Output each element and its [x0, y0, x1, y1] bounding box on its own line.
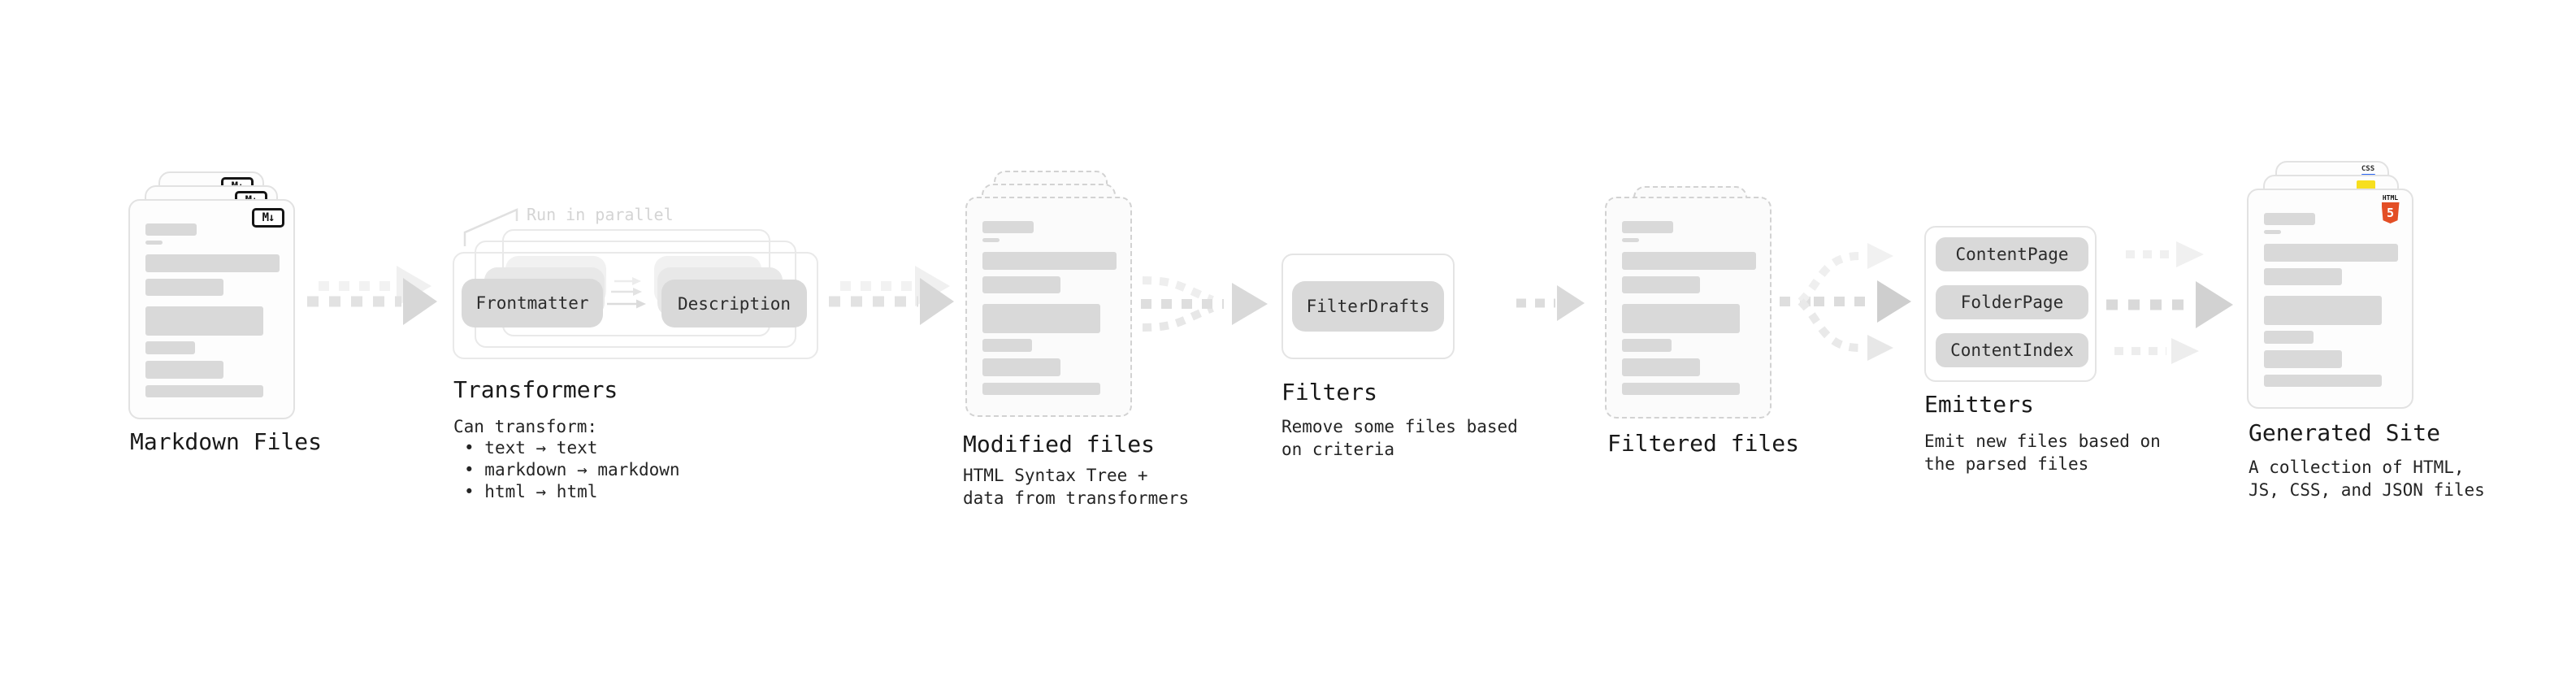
emitters-panel: ContentPage FolderPage ContentIndex — [1924, 226, 2097, 382]
placeholder-bar — [145, 241, 163, 245]
flow-arrow-filters-to-filtered — [1516, 285, 1585, 321]
generated-file-card: HTML 5 — [2247, 189, 2413, 409]
filters-label: Filters — [1281, 379, 1378, 406]
file-content-placeholder — [130, 201, 293, 397]
modified-files-label: Modified files — [963, 431, 1156, 458]
filters-panel: FilterDrafts — [1281, 254, 1455, 359]
markdown-files-label: Markdown Files — [130, 428, 323, 455]
placeholder-bar — [145, 279, 223, 296]
transformers-bullet-list: text → text markdown → markdown html → h… — [453, 437, 680, 503]
placeholder-bar — [145, 254, 280, 272]
placeholder-bar — [2264, 331, 2314, 344]
placeholder-bar — [982, 221, 1034, 233]
flow-arrow-filtered-to-emitters — [1780, 243, 1911, 361]
placeholder-bar — [1622, 238, 1639, 242]
placeholder-bar — [145, 306, 263, 336]
placeholder-bar — [1622, 304, 1740, 333]
file-content-placeholder — [967, 198, 1130, 395]
modified-files-desc: HTML Syntax Tree + data from transformer… — [963, 464, 1189, 510]
placeholder-bar — [145, 223, 197, 236]
desc-line: HTML Syntax Tree + — [963, 466, 1148, 485]
emitters-label: Emitters — [1924, 391, 2034, 418]
placeholder-bar — [1622, 221, 1673, 233]
placeholder-bar — [2264, 213, 2315, 225]
desc-line: data from transformers — [963, 488, 1190, 508]
placeholder-bar — [1622, 252, 1756, 270]
placeholder-bar — [982, 339, 1032, 352]
placeholder-bar — [2264, 375, 2382, 387]
transformer-group — [453, 252, 818, 359]
filtered-files-label: Filtered files — [1607, 430, 1800, 457]
desc-line: on criteria — [1281, 440, 1395, 459]
flow-arrow-modified-to-filters — [1141, 276, 1268, 332]
placeholder-bar — [982, 276, 1060, 293]
placeholder-bar — [982, 238, 1000, 242]
placeholder-bar — [982, 252, 1117, 270]
css-icon-label: CSS — [2361, 165, 2375, 173]
placeholder-bar — [1622, 276, 1700, 293]
run-in-parallel-annotation: Run in parallel — [527, 205, 674, 224]
bullet-item: markdown → markdown — [453, 459, 679, 481]
placeholder-bar — [982, 383, 1100, 395]
filtered-file-card — [1605, 197, 1772, 419]
placeholder-bar — [2264, 350, 2342, 368]
html5-icon-word: HTML — [2382, 194, 2399, 202]
pill-frontmatter: Frontmatter — [462, 279, 603, 327]
desc-line: Emit new files based on — [1924, 432, 2161, 451]
placeholder-bar — [1622, 383, 1740, 395]
placeholder-bar — [982, 304, 1100, 333]
pill-contentindex: ContentIndex — [1936, 333, 2088, 367]
filters-desc: Remove some files based on criteria — [1281, 415, 1518, 461]
file-content-placeholder — [2249, 190, 2412, 387]
markdown-file-card: M↓ — [128, 199, 295, 419]
run-in-parallel-callout-line — [463, 208, 518, 246]
placeholder-bar — [145, 361, 223, 379]
pill-description: Description — [661, 280, 807, 327]
placeholder-bar — [1622, 358, 1700, 376]
emitters-desc: Emit new files based on the parsed files — [1924, 430, 2161, 475]
bullet-item: text → text — [453, 437, 680, 459]
html5-icon-shield: 5 — [2381, 202, 2400, 223]
transformers-heading: Can transform: — [453, 417, 598, 436]
transformers-label: Transformers — [453, 376, 618, 403]
flow-arrow-emitters-to-generated — [2106, 241, 2233, 364]
pill-filterdrafts: FilterDrafts — [1292, 281, 1444, 332]
placeholder-bar — [982, 358, 1060, 376]
flow-arrow-markdown-to-transformers — [307, 278, 437, 325]
flow-arrow-transformers-to-modified — [829, 278, 954, 325]
html5-icon-number: 5 — [2386, 205, 2395, 220]
desc-line: Remove some files based — [1281, 417, 1518, 436]
placeholder-bar — [145, 385, 263, 397]
placeholder-bar — [1622, 339, 1672, 352]
placeholder-bar — [2264, 244, 2398, 262]
placeholder-bar — [2264, 296, 2382, 325]
bullet-item: html → html — [453, 481, 680, 503]
html5-icon: HTML 5 — [2381, 195, 2400, 223]
modified-file-card — [965, 197, 1132, 417]
desc-line: A collection of HTML, — [2249, 458, 2465, 477]
desc-line: the parsed files — [1924, 454, 2089, 474]
generated-site-label: Generated Site — [2249, 419, 2441, 446]
pill-contentpage: ContentPage — [1936, 237, 2088, 271]
file-content-placeholder — [1607, 198, 1770, 395]
placeholder-bar — [145, 341, 195, 354]
generated-site-desc: A collection of HTML, JS, CSS, and JSON … — [2249, 456, 2485, 501]
placeholder-bar — [2264, 230, 2281, 234]
markdown-icon: M↓ — [252, 208, 284, 228]
pill-folderpage: FolderPage — [1936, 285, 2088, 319]
placeholder-bar — [2264, 268, 2342, 285]
parallel-arrows-frontmatter-to-description — [607, 277, 646, 309]
desc-line: JS, CSS, and JSON files — [2249, 480, 2485, 500]
